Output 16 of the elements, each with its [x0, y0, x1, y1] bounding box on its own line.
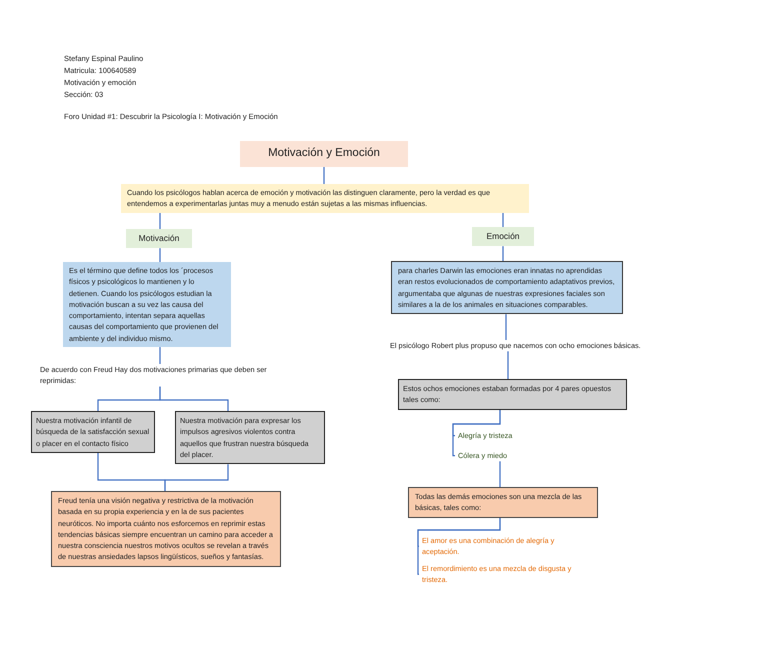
connector-line — [159, 347, 161, 364]
connector-line — [502, 212, 504, 227]
connector-line — [323, 166, 325, 184]
connector-line — [452, 410, 501, 456]
connector-line — [164, 464, 229, 491]
connector-line — [502, 246, 504, 261]
connector-line — [159, 386, 229, 411]
connector-line — [507, 351, 509, 379]
title-box: Motivación y Emoción — [240, 141, 408, 167]
heading-box: Emoción — [472, 227, 534, 246]
connector-line — [499, 461, 501, 487]
heading-box: Motivación — [126, 229, 192, 248]
connector-line — [417, 518, 501, 575]
connector-line — [505, 314, 507, 340]
connector-line — [159, 212, 161, 229]
connector-line — [159, 248, 161, 262]
